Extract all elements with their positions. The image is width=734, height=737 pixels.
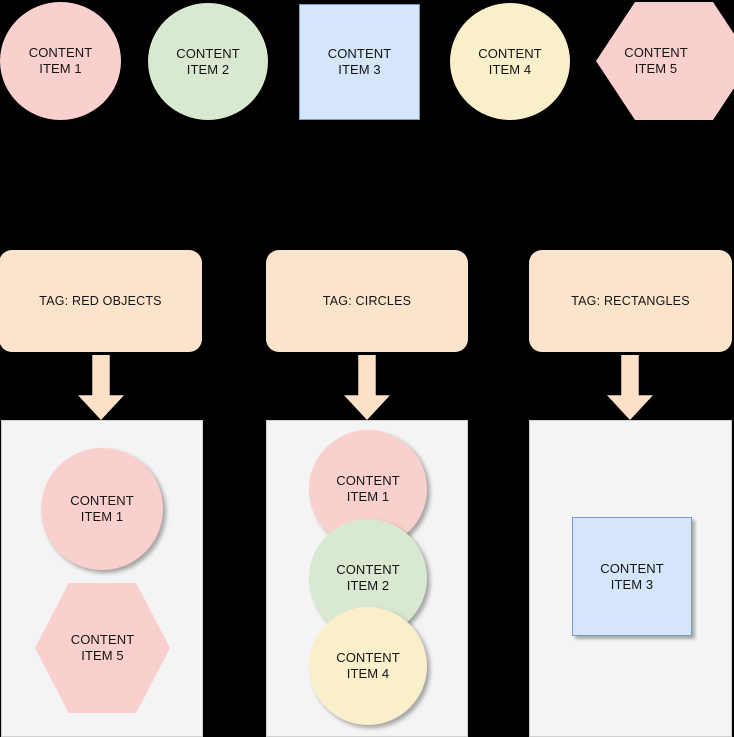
result-red-item-5-hexagon[interactable]: CONTENT ITEM 5 [35, 583, 170, 713]
result-rect-item-3-rectangle[interactable]: CONTENT ITEM 3 [572, 517, 692, 636]
content-item-1-circle[interactable]: CONTENT ITEM 1 [0, 2, 121, 120]
content-item-2-label: CONTENT ITEM 2 [176, 45, 240, 77]
result-red-item-5-label: CONTENT ITEM 5 [70, 632, 135, 663]
tag-circles-box[interactable]: TAG: CIRCLES [266, 250, 468, 352]
arrow-circles-down-icon [344, 355, 390, 420]
tag-rectangles-box[interactable]: TAG: RECTANGLES [529, 250, 732, 352]
tag-rectangles-label: TAG: RECTANGLES [571, 294, 690, 308]
content-item-3-label: CONTENT ITEM 3 [327, 46, 392, 77]
content-item-3-rectangle[interactable]: CONTENT ITEM 3 [299, 4, 420, 120]
result-circles-item-4-circle[interactable]: CONTENT ITEM 4 [309, 607, 427, 725]
content-item-4-circle[interactable]: CONTENT ITEM 4 [450, 3, 570, 120]
result-red-item-1-circle[interactable]: CONTENT ITEM 1 [41, 448, 163, 570]
result-panel-red-objects: CONTENT ITEM 1 CONTENT ITEM 5 [1, 420, 203, 737]
arrow-rectangles-down-icon [607, 355, 653, 420]
result-panel-circles: CONTENT ITEM 1 CONTENT ITEM 2 CONTENT IT… [266, 420, 468, 737]
result-panel-rectangles: CONTENT ITEM 3 [529, 420, 732, 737]
result-red-item-1-label: CONTENT ITEM 1 [70, 493, 134, 524]
result-rect-item-3-label: CONTENT ITEM 3 [600, 560, 664, 592]
tag-red-objects-label: TAG: RED OBJECTS [39, 294, 162, 308]
content-item-1-label: CONTENT ITEM 1 [28, 45, 93, 76]
content-item-4-label: CONTENT ITEM 4 [478, 45, 542, 77]
tag-circles-label: TAG: CIRCLES [322, 294, 412, 308]
tag-red-objects-box[interactable]: TAG: RED OBJECTS [0, 250, 202, 352]
arrow-red-objects-down-icon [78, 355, 124, 420]
result-circles-item-4-label: CONTENT ITEM 4 [336, 650, 400, 681]
content-item-5-label: CONTENT ITEM 5 [624, 45, 688, 76]
content-item-5-hexagon[interactable]: CONTENT ITEM 5 [596, 2, 734, 120]
content-item-2-circle[interactable]: CONTENT ITEM 2 [148, 3, 268, 120]
